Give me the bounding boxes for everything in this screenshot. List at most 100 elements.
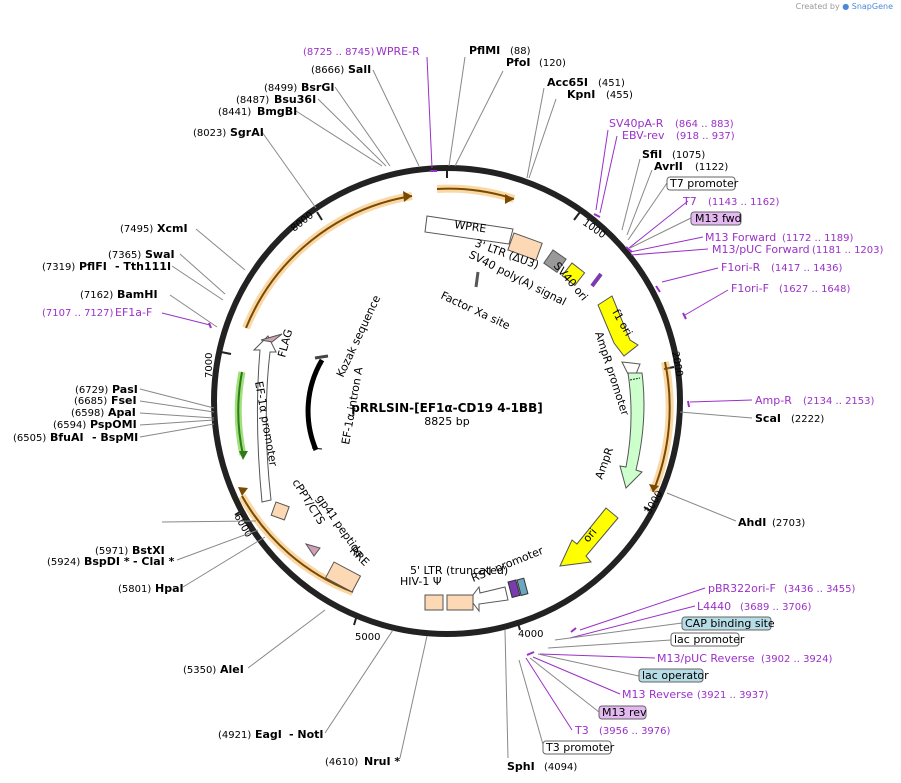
enzyme-bspmi[interactable]: - BspMI <box>92 431 138 444</box>
green-arc <box>237 371 244 456</box>
feature-lac-cluster[interactable] <box>507 579 521 599</box>
label-kozak: Kozak sequence <box>334 293 383 379</box>
primer-f1ori-f[interactable]: F1ori-F <box>731 282 769 295</box>
feature-ef1a-promoter[interactable] <box>252 335 277 503</box>
enzyme-ahdi[interactable]: AhdI <box>738 516 766 529</box>
primer-m13puc-forward[interactable]: M13/pUC Forward <box>712 243 810 256</box>
enzyme-kpni[interactable]: KpnI <box>567 88 595 101</box>
enzyme-tth111i[interactable]: - Tth111I <box>115 260 171 273</box>
box-m13-rev[interactable] <box>598 705 647 720</box>
box-m13-fwd[interactable] <box>690 211 742 226</box>
label-wpre: WPRE <box>454 218 488 235</box>
feature-gp41[interactable] <box>304 543 321 557</box>
tick-8000 <box>316 211 323 221</box>
enzyme-scai-pos: (2222) <box>791 414 824 425</box>
feature-hiv[interactable] <box>424 594 444 611</box>
enzyme-fsei-pos: (6685) <box>74 396 107 407</box>
primer-m13puc-reverse[interactable]: M13/pUC Reverse <box>657 652 755 665</box>
feature-ampr-promoter[interactable] <box>621 361 641 375</box>
feature-ltr5[interactable] <box>446 594 474 611</box>
enzyme-bstxi[interactable]: BstXI <box>132 544 165 557</box>
feature-kozak[interactable] <box>314 354 329 360</box>
primer-sv40pa-r[interactable]: SV40pA-R <box>609 117 664 130</box>
box-lac-promoter[interactable] <box>670 632 740 647</box>
enzyme-sgrai[interactable]: SgrAI <box>230 126 264 139</box>
feature-wpre[interactable] <box>424 215 514 245</box>
feature-rre[interactable] <box>324 561 362 593</box>
feature-cppt[interactable] <box>270 501 290 521</box>
feature-intron[interactable] <box>305 358 325 451</box>
tick-1000 <box>573 211 581 221</box>
primer-f1ori-r[interactable]: F1ori-R <box>721 261 761 274</box>
box-lac-operator[interactable] <box>638 668 704 683</box>
box-t3-promoter[interactable] <box>542 740 612 755</box>
feature-factorxa[interactable] <box>474 271 480 288</box>
enzyme-pflfi[interactable]: PflFI <box>79 260 107 273</box>
enzyme-sphi-pos: (4094) <box>544 762 577 773</box>
feature-flag[interactable] <box>260 333 283 343</box>
enzyme-sali[interactable]: SalI <box>348 63 371 76</box>
primer-pbr322ori-f[interactable]: pBR322ori-F <box>708 582 776 595</box>
enzyme-scai[interactable]: ScaI <box>755 412 781 425</box>
enzyme-pflmi-pos: (88) <box>510 46 531 57</box>
label-flag: FLAG <box>275 328 295 359</box>
box-cap-site[interactable] <box>681 616 772 631</box>
enzyme-bsu36i[interactable]: Bsu36I <box>274 93 316 106</box>
primer-wpre-r[interactable]: WPRE-R <box>376 45 420 58</box>
enzyme-bspdi[interactable]: BspDI * <box>84 555 130 568</box>
enzyme-pasi[interactable]: PasI <box>112 383 138 396</box>
primer-t3[interactable]: T3 <box>574 724 589 737</box>
enzyme-eagi[interactable]: EagI <box>255 728 282 741</box>
feature-sv40ori[interactable] <box>561 262 586 287</box>
feature-f1ori[interactable] <box>597 295 639 357</box>
feature-small-purple[interactable] <box>590 272 603 288</box>
enzyme-fsei[interactable]: FseI <box>111 394 137 407</box>
feature-ampr[interactable] <box>619 372 645 489</box>
enzyme-bamhi[interactable]: BamHI <box>117 288 158 301</box>
enzyme-pfoi[interactable]: PfoI <box>506 56 531 69</box>
enzyme-bmgbi[interactable]: BmgBI <box>257 105 297 118</box>
label-factorxa: Factor Xa site <box>439 289 513 332</box>
enzyme-sfii[interactable]: SfiI <box>642 148 662 161</box>
arrowhead-4 <box>403 191 412 202</box>
enzyme-clai[interactable]: - ClaI * <box>133 555 175 568</box>
enzyme-bsrgi[interactable]: BsrGI <box>301 81 334 94</box>
enzyme-avrii[interactable]: AvrII <box>654 160 683 173</box>
enzyme-bfuai[interactable]: BfuAI <box>50 431 84 444</box>
enzyme-swai[interactable]: SwaI <box>145 248 175 261</box>
enzyme-nrui[interactable]: NruI * <box>364 755 400 768</box>
primer-m13-forward[interactable]: M13 Forward <box>705 231 776 244</box>
enzyme-sphi[interactable]: SphI <box>507 760 535 773</box>
enzyme-xcmi[interactable]: XcmI <box>157 222 188 235</box>
box-t7-promoter[interactable] <box>666 176 736 191</box>
feature-ori[interactable] <box>559 507 619 567</box>
feature-cap-cluster[interactable] <box>516 577 529 597</box>
enzyme-pflfi-pos: (7319) <box>42 262 75 273</box>
enzyme-alei[interactable]: AleI <box>220 663 244 676</box>
box-cap-site-label: CAP binding site <box>685 617 775 630</box>
enzyme-hpai[interactable]: HpaI <box>155 582 184 595</box>
primer-f1ori-f-pos: (1627 .. 1648) <box>779 284 851 295</box>
primer-ef1a-f-pos: (7107 .. 7127) <box>42 308 114 319</box>
feature-rsv[interactable] <box>469 585 509 613</box>
primer-ebv-rev[interactable]: EBV-rev <box>622 129 665 142</box>
primer-t7[interactable]: T7 <box>682 195 697 208</box>
enzyme-pspomi[interactable]: PspOMI <box>90 418 137 431</box>
enzyme-alei-pos: (5350) <box>183 665 216 676</box>
primer-m13-reverse[interactable]: M13 Reverse <box>622 688 693 701</box>
box-m13-fwd-label: M13 fwd <box>695 212 742 225</box>
enzyme-noti[interactable]: - NotI <box>289 728 324 741</box>
primer-f1ori-r-pos: (1417 .. 1436) <box>771 263 843 274</box>
primer-amp-r[interactable]: Amp-R <box>755 394 792 407</box>
enzyme-sali-pos: (8666) <box>311 65 344 76</box>
primer-l4440-pos: (3689 .. 3706) <box>740 602 812 613</box>
feature-ltr3[interactable] <box>507 232 543 261</box>
enzyme-bfuai-pos: (6505) <box>13 433 46 444</box>
primer-amp-r-pos: (2134 .. 2153) <box>803 396 875 407</box>
primer-l4440[interactable]: L4440 <box>697 600 731 613</box>
primer-ef1a-f[interactable]: EF1a-F <box>115 306 152 319</box>
enzyme-pflmi[interactable]: PflMI <box>469 44 500 57</box>
enzyme-apai[interactable]: ApaI <box>108 406 136 419</box>
feature-sv40pa[interactable] <box>543 249 567 273</box>
enzyme-acc65i[interactable]: Acc65I <box>547 76 588 89</box>
